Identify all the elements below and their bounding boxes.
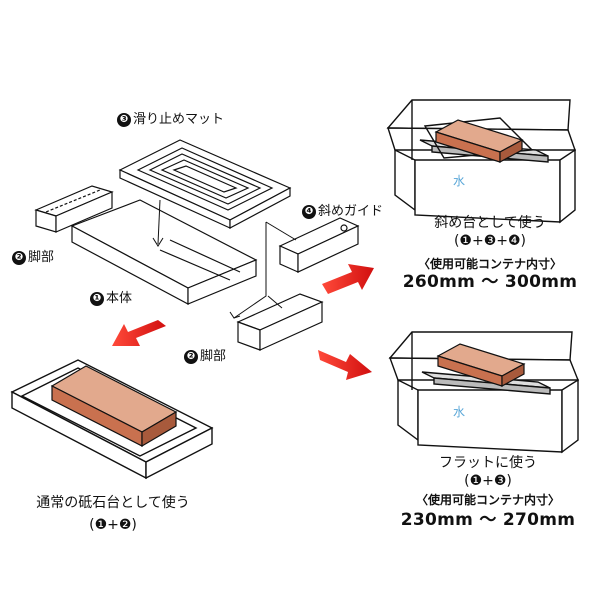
mat-text: 滑り止めマット — [133, 112, 225, 127]
arrow-to-standard — [112, 320, 166, 346]
leg-bottom-text: 脚部 — [200, 349, 227, 364]
slanted-whetstone — [434, 119, 524, 164]
flat-whetstone — [436, 343, 526, 388]
flat-range: 230mm ～ 270mm — [400, 510, 576, 530]
body-badge: ❶ — [90, 292, 104, 306]
leg-top-text: 脚部 — [28, 250, 55, 265]
slanted-caption: 〈使用可能コンテナ内寸〉 — [417, 257, 562, 271]
standard-whetstone — [50, 365, 178, 448]
guide-text: 斜めガイド — [318, 204, 384, 219]
anti-slip-mat — [118, 139, 292, 229]
flat-combo: (❶+❸) — [464, 473, 512, 489]
leg-part-bottom — [236, 293, 324, 351]
leg-top-badge: ❷ — [12, 251, 26, 265]
slanted-container-illustration — [386, 99, 576, 224]
arrow-to-flat — [318, 350, 372, 380]
water-label-flat: 水 — [453, 405, 466, 419]
leg-bottom-badge: ❷ — [184, 350, 198, 364]
standard-title: 通常の砥石台として使う — [36, 495, 190, 511]
slanted-title: 斜め台として使う — [434, 215, 546, 231]
leg-part-top — [34, 185, 114, 233]
standard-combo: (❶+❷) — [89, 517, 137, 533]
slanted-combo: (❶+❸+❹) — [453, 233, 527, 249]
arrow-to-slanted — [322, 264, 374, 294]
assembly-lines — [152, 199, 297, 319]
flat-container-illustration — [388, 331, 580, 454]
mat-badge: ❸ — [117, 113, 131, 127]
water-label-slanted: 水 — [453, 174, 466, 188]
standard-use-block: 通常の砥石台として使う (❶+❷) — [8, 494, 218, 534]
slanted-range: 260mm ～ 300mm — [402, 272, 578, 292]
flat-caption: 〈使用可能コンテナ内寸〉 — [415, 493, 560, 507]
slant-guide-part — [278, 217, 360, 273]
flat-use-block: フラットに使う (❶+❸) 〈使用可能コンテナ内寸〉 230mm ～ 270mm — [378, 454, 598, 530]
body-text: 本体 — [106, 291, 133, 306]
main-body-part — [70, 199, 258, 306]
flat-title: フラットに使う — [439, 455, 537, 471]
slanted-use-block: 斜め台として使う (❶+❸+❹) 〈使用可能コンテナ内寸〉 260mm ～ 30… — [380, 214, 600, 292]
guide-badge: ❹ — [302, 205, 316, 219]
